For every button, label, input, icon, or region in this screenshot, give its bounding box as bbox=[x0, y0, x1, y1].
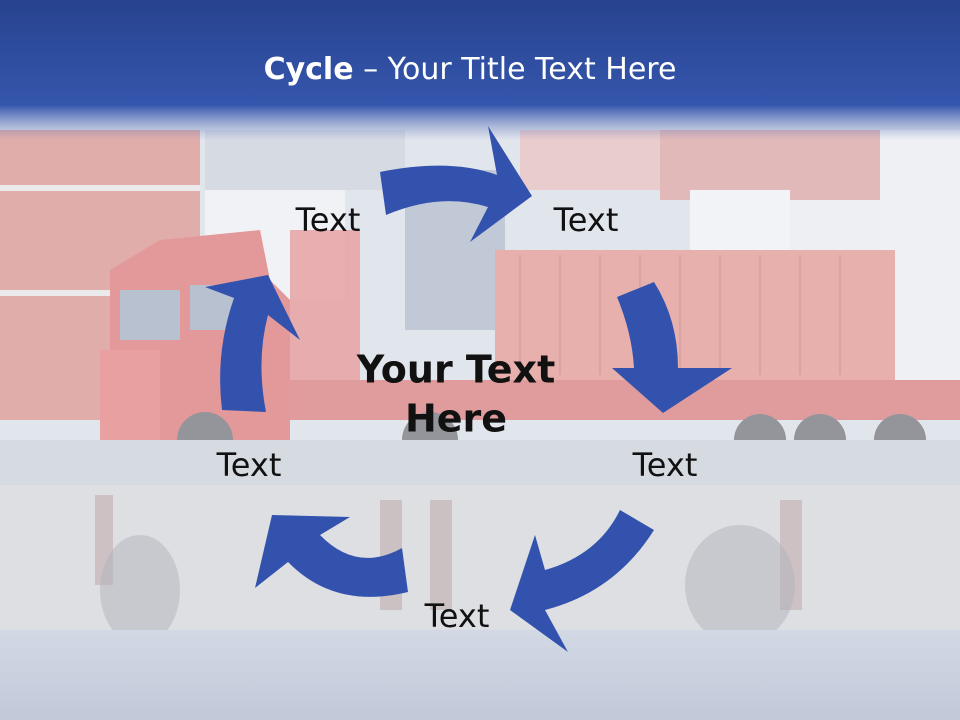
cycle-label-bottom: Text bbox=[424, 597, 490, 635]
arrow-bottom-icon bbox=[255, 515, 408, 597]
arrow-left-icon bbox=[205, 275, 300, 412]
arrow-right-lower-icon bbox=[510, 510, 654, 652]
cycle-label-left: Text bbox=[216, 446, 282, 484]
center-text-line1: Your Text bbox=[356, 347, 556, 392]
arrow-top-icon bbox=[380, 126, 532, 242]
title-bold: Cycle bbox=[263, 52, 354, 87]
cycle-label-top-right: Text bbox=[553, 201, 619, 239]
slide-title: Cycle – Your Title Text Here bbox=[0, 52, 940, 87]
center-text-line2: Here bbox=[404, 397, 508, 441]
center-text: Your Text Here bbox=[326, 346, 586, 445]
arrow-right-upper-icon bbox=[612, 282, 732, 413]
cycle-label-right: Text bbox=[632, 446, 698, 484]
cycle-label-top-left: Text bbox=[295, 201, 361, 239]
title-rest: – Your Title Text Here bbox=[353, 52, 677, 87]
